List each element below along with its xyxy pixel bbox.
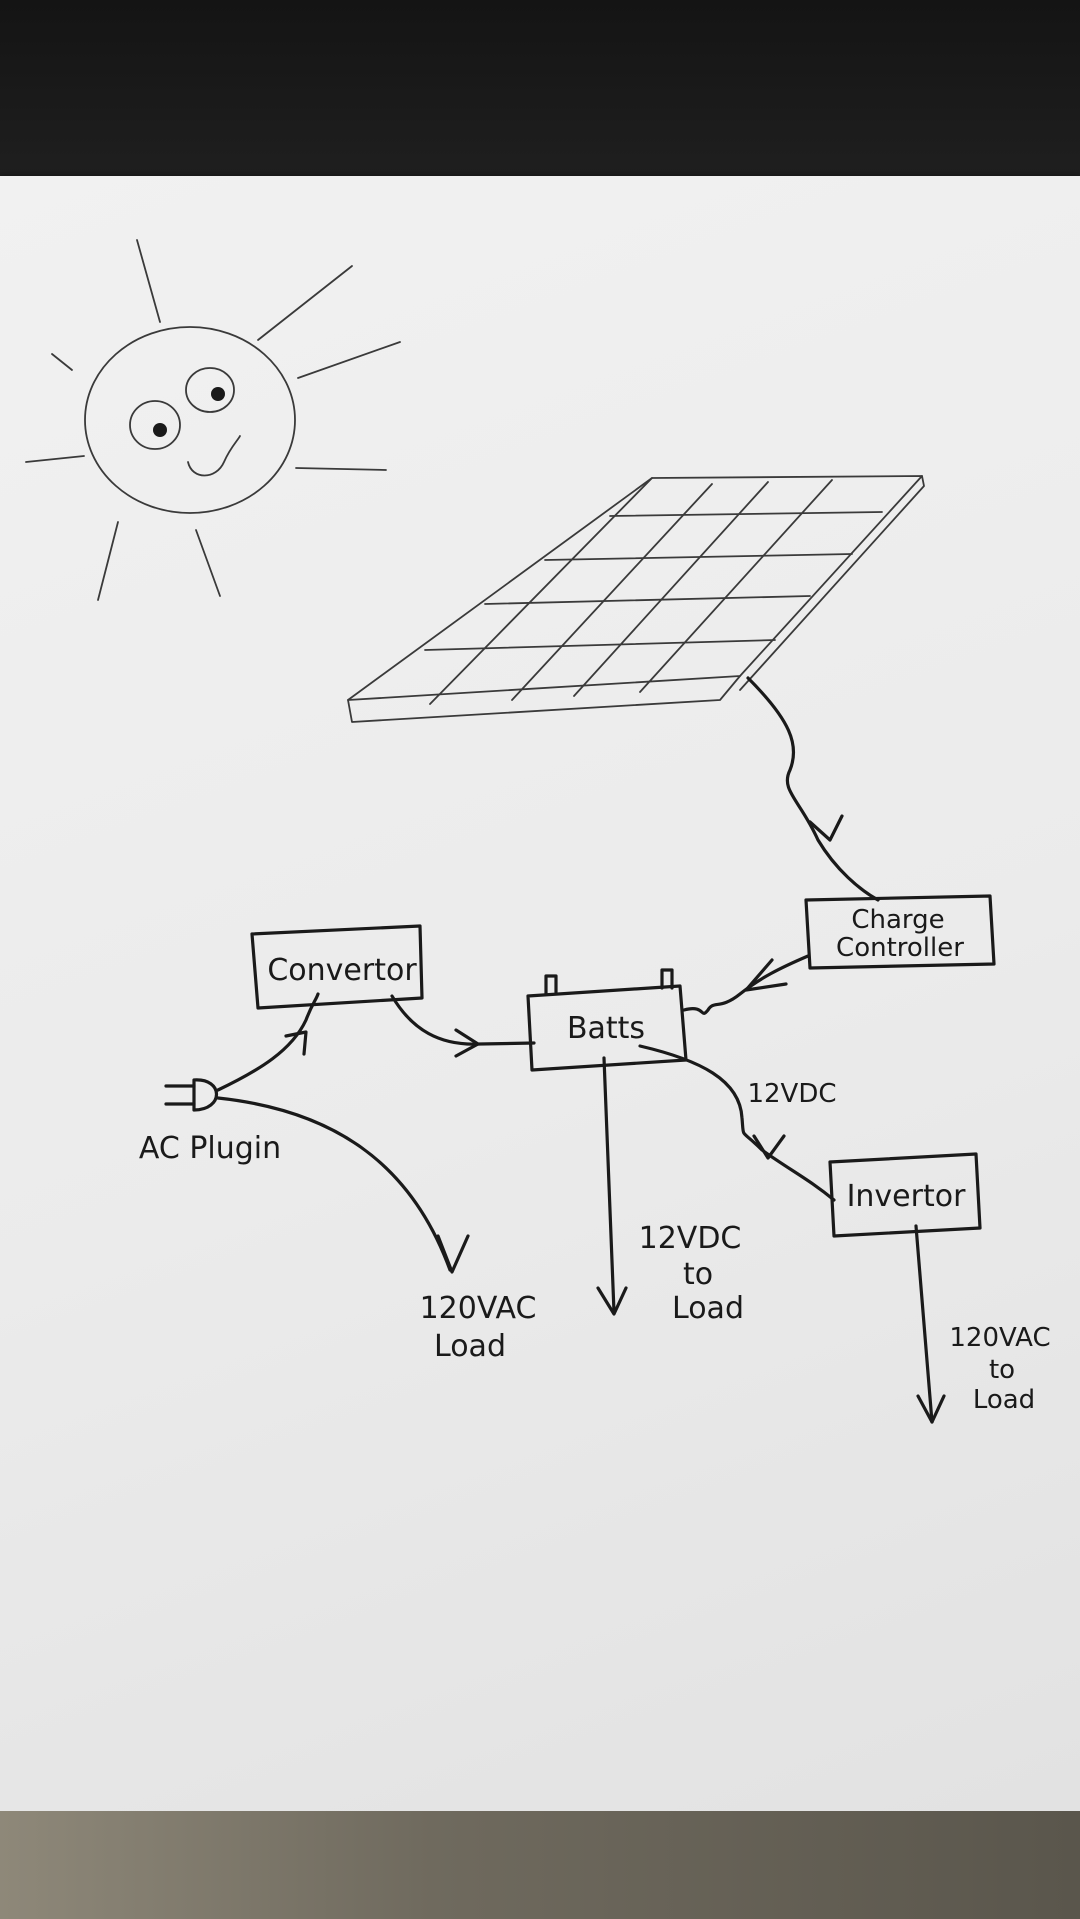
arrow-head-ac-load [436,1234,470,1274]
charge-controller-label-line2: Controller [836,933,964,963]
invertor-label: Invertor [847,1179,967,1214]
edge-batts-to-dc-load [602,1056,616,1314]
dc-load-label-line2: to [683,1257,713,1292]
batts-label: Batts [567,1011,645,1046]
edge-controller-to-batts [682,954,810,1015]
arrow-head-batts-from-controller [744,958,788,992]
convertor-label: Convertor [267,953,417,988]
panel-top-face [347,475,923,701]
sun-left-eye [129,400,181,450]
arrow-head-invertor-in [752,1134,786,1160]
arrow-head-controller-in [808,814,844,842]
paper-sheet [0,176,1080,1811]
sun-left-pupil [153,423,167,437]
battery-terminal-negative [544,974,558,996]
battery-terminal-positive [660,968,674,990]
edge-panel-to-controller [746,676,880,902]
arrow-head-inverter-load [916,1394,946,1424]
edge-plugin-to-ac-load [216,1096,452,1272]
dc-load-label-line1: 12VDC [639,1221,742,1256]
ac-plugin-label: AC Plugin [139,1131,281,1166]
sun-icon [25,239,401,601]
arrow-head-batts-from-convertor [454,1028,480,1058]
solar-panel-icon [347,475,925,723]
convertor-box: Convertor [250,924,424,1010]
dc-load-label: 12VDC to Load [639,1221,744,1326]
invertor-box: Invertor [828,1152,982,1238]
panel-side-edge [739,475,925,691]
inverter-load-label-line2: to [989,1355,1015,1385]
sun-right-eye [185,367,235,413]
panel-edge [347,675,741,723]
panel-grid [424,477,883,705]
edge-label-12vdc: 12VDC [747,1079,836,1109]
inverter-load-label-line3: Load [973,1385,1035,1415]
charge-controller-label-line1: Charge [851,905,944,935]
batts-box: Batts [526,968,688,1072]
ac-load-label-line2: Load [434,1329,506,1364]
inverter-load-label-line1: 120VAC [949,1323,1050,1353]
edge-plugin-to-convertor [216,992,320,1092]
sun-smile [187,435,241,477]
inverter-load-label: 120VAC to Load [949,1323,1050,1415]
edge-convertor-to-batts [390,994,536,1046]
arrow-head-dc-load [596,1286,628,1316]
arrow-head-convertor-from-plugin [284,1030,308,1056]
ac-load-label-line1: 120VAC [420,1291,537,1326]
edge-batts-to-invertor [638,1044,836,1202]
sun-face [84,326,296,514]
floor-strip [0,1811,1080,1919]
ac-load-label: 120VAC Load [420,1291,537,1364]
dc-load-label-line3: Load [672,1291,744,1326]
edge-invertor-to-load [914,1224,934,1424]
charge-controller-box: Charge Controller [804,894,996,970]
ac-plug-icon [164,1078,219,1112]
sun-right-pupil [211,387,225,401]
sun-rays [25,239,401,601]
